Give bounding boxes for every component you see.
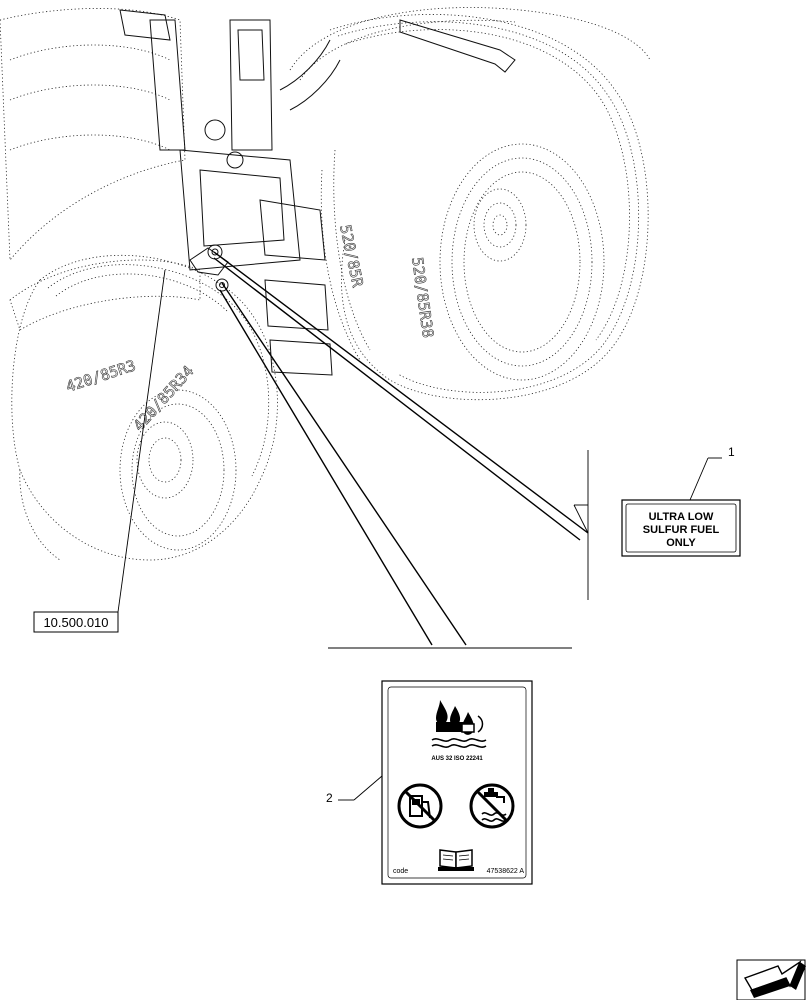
reference-number: 10.500.010 (43, 615, 108, 630)
decal-1-line-2: SULFUR FUEL (643, 524, 720, 536)
callout-number-1: 1 (728, 445, 735, 459)
manual-book-icon (438, 849, 474, 871)
tire-marking-left-side: 420/85R34 (130, 362, 198, 434)
callout-number-2: 2 (326, 791, 333, 805)
no-water-icon (469, 783, 515, 829)
decal-1-line-1: ULTRA LOW (649, 511, 714, 523)
decal-ultra-low-sulfur: ULTRA LOW SULFUR FUEL ONLY (621, 499, 741, 557)
tire-marking-right-top: 520/85R (336, 223, 367, 290)
fluid-drops-icon (431, 700, 487, 748)
decal-1-line-3: ONLY (666, 537, 696, 549)
decal-2-code-label: code (393, 868, 408, 875)
decal-def-fluid: AUS 32 ISO 22241 (381, 680, 533, 885)
no-fuel-icon (397, 783, 443, 829)
next-page-arrow-icon[interactable] (736, 959, 806, 1000)
tire-marking-right-side: 520/85R38 (408, 256, 437, 339)
reference-box[interactable]: 10.500.010 (33, 611, 119, 633)
left-front-tire (11, 254, 278, 561)
decal-2-standard: AUS 32 ISO 22241 (431, 756, 483, 762)
leader-lines (117, 251, 589, 649)
tank-steps (119, 9, 341, 376)
tractor-drawing: 420/85R3 420/85R34 520/85R 520/85R38 (0, 7, 651, 561)
callout-item-2[interactable]: 2 (326, 775, 383, 805)
decal-2-part-number: 47538622 A (487, 868, 525, 875)
callout-item-1[interactable]: 1 (689, 445, 735, 501)
tire-marking-left-top: 420/85R3 (64, 356, 138, 395)
right-rear-tire (320, 14, 649, 401)
